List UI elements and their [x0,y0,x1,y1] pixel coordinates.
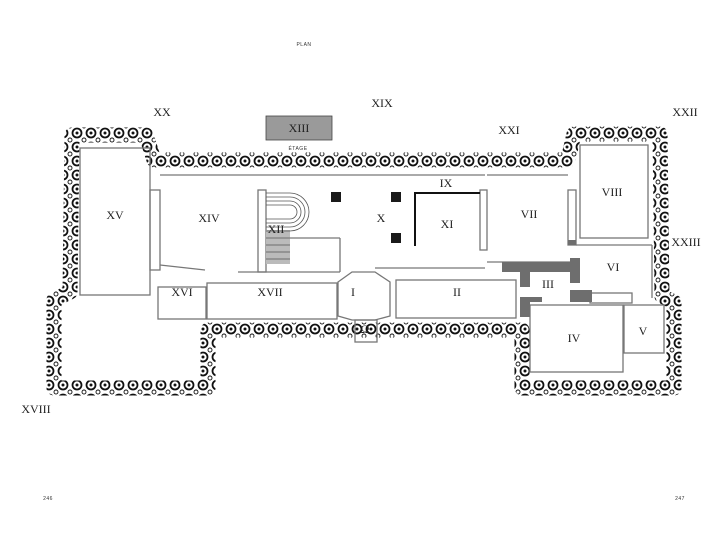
room-v: V [639,324,648,338]
room-xi-wall [414,192,480,246]
label-xxiii: XXIII [671,235,700,249]
label-xxi: XXI [498,123,519,137]
room-ix: IX [440,176,453,190]
page-number-right: 247 [675,496,685,502]
pillars [331,192,401,243]
room-vii: VII [521,207,538,221]
label-xix: XIX [371,96,393,110]
plan-title: PLAN [296,42,311,48]
room-omega: Ω [361,322,370,336]
walls [79,144,665,373]
room-i: I [351,285,355,299]
dark-walls [502,240,592,317]
floor-box-xiii [265,115,333,141]
label-xxii: XXII [672,105,697,119]
floor-label: ÉTAGE [288,145,307,152]
room-xi: XI [441,217,454,231]
room-xv: XV [106,208,124,222]
room-vi: VI [607,260,620,274]
room-iii: III [542,277,554,291]
room-x: X [377,211,386,225]
room-iv: IV [568,331,581,345]
label-xx: XX [153,105,171,119]
room-xvii: XVII [257,285,282,299]
room-xiii: XIII [289,121,310,135]
page-number-left: 246 [43,496,53,502]
ornamental-border [46,126,682,396]
staircase [266,192,310,264]
room-xii: XII [268,222,285,236]
room-xiv: XIV [198,211,220,225]
room-ii: II [453,285,461,299]
label-xviii: XVIII [21,402,50,416]
room-viii: VIII [602,185,623,199]
room-xvi: XVI [171,285,192,299]
